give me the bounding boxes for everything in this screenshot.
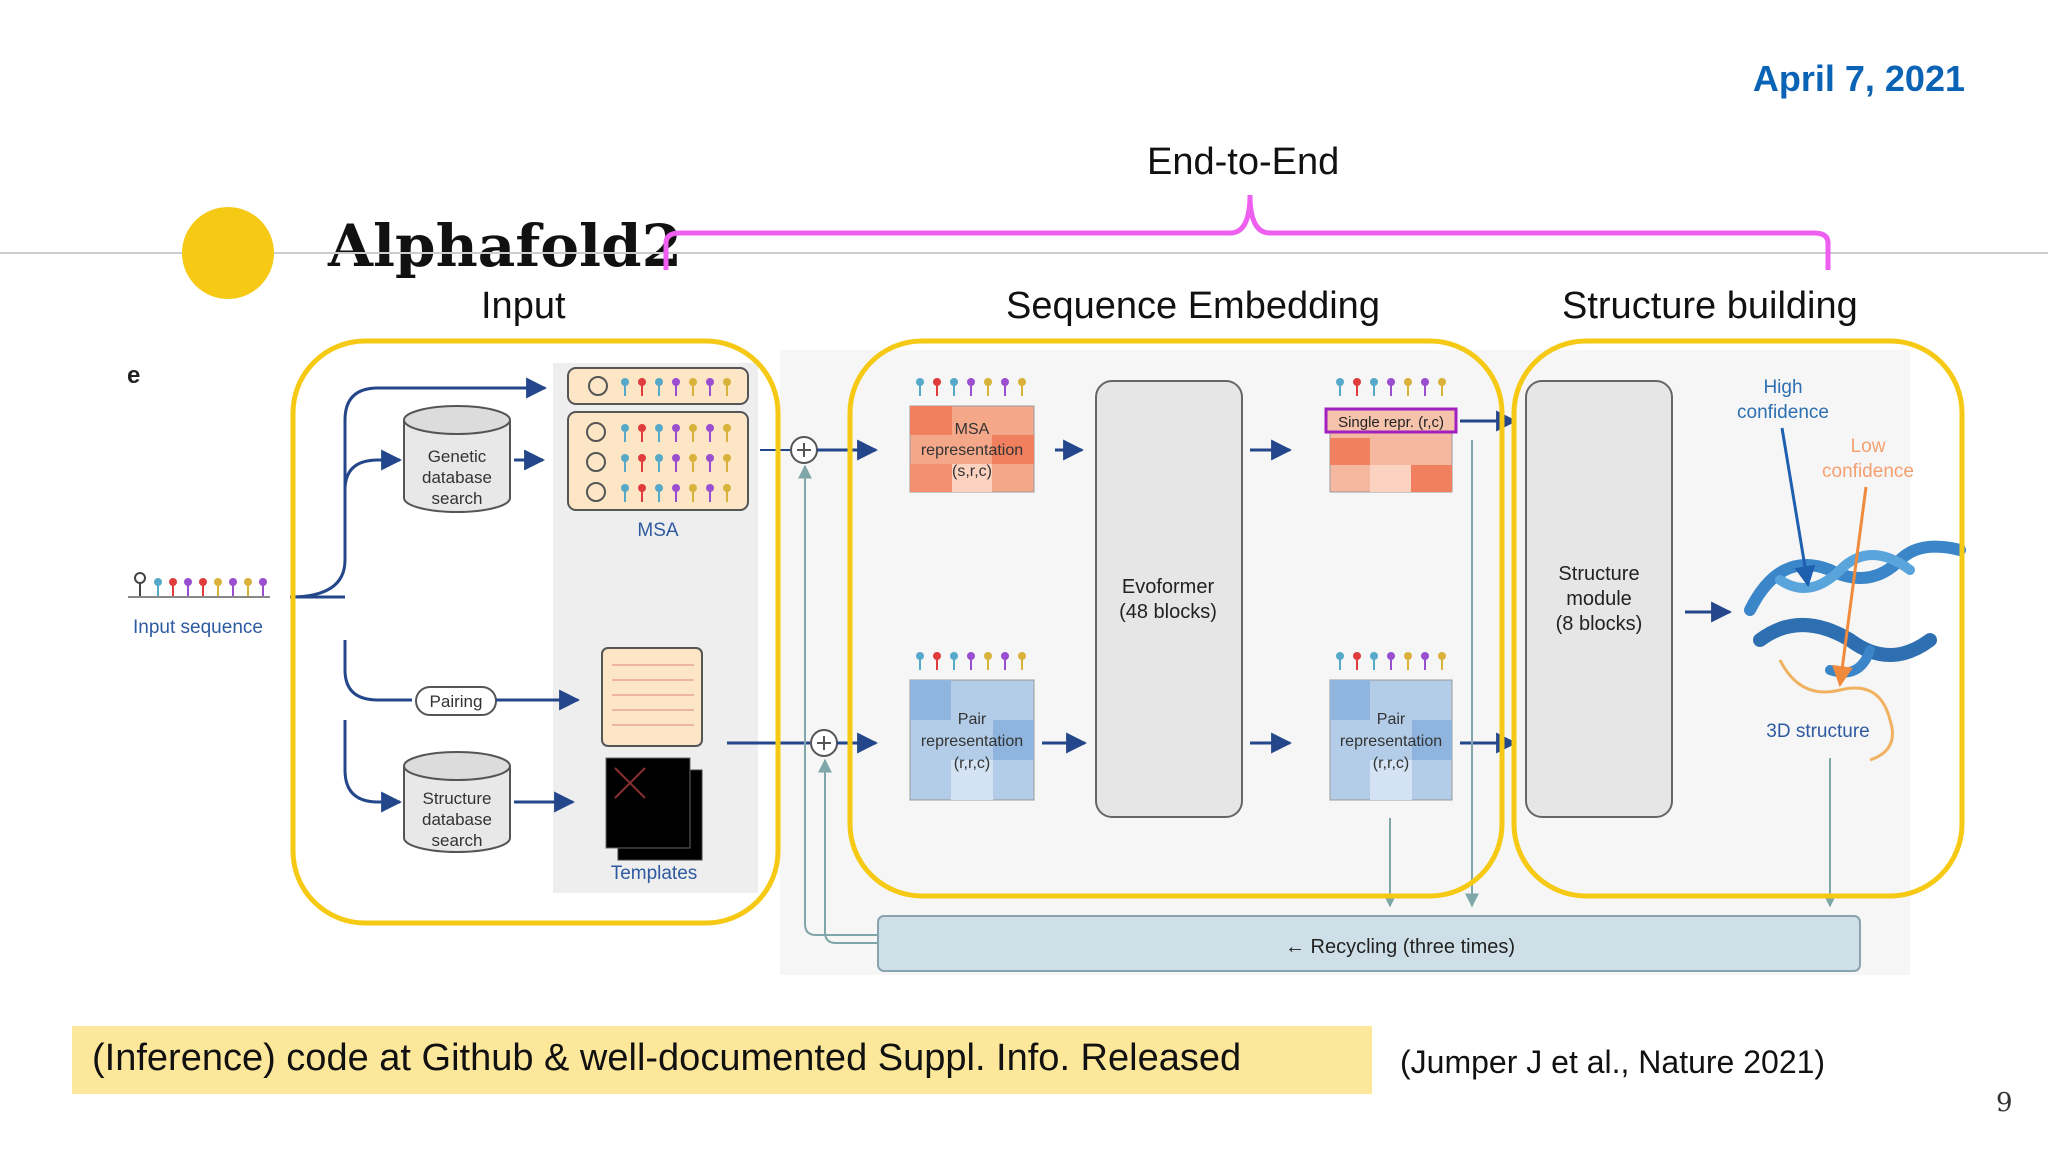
templates-label: Templates — [611, 863, 698, 884]
pair-representation-out — [1329, 679, 1453, 801]
pair-representation-in — [909, 679, 1035, 801]
pairing-label: Pairing — [430, 692, 483, 711]
msa-representation — [909, 405, 1035, 493]
pair-in-line2: representation — [921, 733, 1023, 750]
structure-database-cylinder — [403, 751, 511, 853]
paired-msa-grid — [601, 647, 703, 747]
structure-module-line1: Structure — [1558, 563, 1639, 585]
combine-nodes — [727, 436, 879, 757]
msa-repr-line3: (s,r,c) — [952, 463, 992, 480]
low-confidence-arrow — [1832, 486, 1868, 688]
structure-building-header: Structure building — [1562, 285, 1858, 327]
genetic-db-line2: database — [422, 468, 492, 487]
pair-in-line3: (r,r,c) — [954, 755, 990, 772]
pair-out-line3: (r,r,c) — [1373, 755, 1409, 772]
low-confidence-line2: confidence — [1822, 461, 1914, 482]
recycling-label: ← Recycling (three times) — [1285, 936, 1515, 958]
msa-label: MSA — [637, 520, 679, 541]
evoformer-block — [1095, 380, 1243, 818]
panel-letter: e — [127, 362, 140, 389]
slide-title: Alphafold2 — [328, 212, 682, 280]
sequence-embedding-frame — [847, 338, 1505, 899]
3d-structure-label: 3D structure — [1766, 721, 1869, 742]
single-repr-label: Single repr. (r,c) — [1338, 414, 1444, 431]
end-to-end-label: End-to-End — [1147, 141, 1340, 183]
genetic-database-cylinder — [403, 405, 511, 513]
citation: (Jumper J et al., Nature 2021) — [1400, 1044, 1826, 1080]
input-branch-arrows — [289, 377, 548, 813]
input-header: Input — [481, 285, 566, 327]
low-confidence-line1: Low — [1851, 436, 1886, 457]
input-frame — [290, 338, 781, 926]
footer-note: (Inference) code at Github & well-docume… — [72, 1026, 1372, 1094]
structure-db-line1: Structure — [423, 789, 492, 808]
structure-module-line3: (8 blocks) — [1556, 613, 1643, 635]
msa-repr-line1: MSA — [955, 421, 990, 438]
structure-db-line2: database — [422, 810, 492, 829]
sequence-embedding-header: Sequence Embedding — [1006, 285, 1380, 327]
input-sequence-label: Input sequence — [133, 617, 263, 638]
end-to-end-bracket — [663, 194, 1831, 270]
genetic-db-line1: Genetic — [428, 447, 487, 466]
structure-db-line3: search — [431, 831, 482, 850]
msa-pins — [586, 376, 732, 503]
input-sequence — [128, 572, 270, 598]
pair-out-line2: representation — [1340, 733, 1442, 750]
paired-msa-grid-lines — [612, 664, 694, 726]
slide-date: April 7, 2021 — [1752, 58, 1965, 99]
structure-module-block — [1525, 380, 1673, 818]
page-number: 9 — [1996, 1088, 2013, 1118]
high-confidence-arrow — [1780, 427, 1816, 588]
structure-building-frame — [1511, 338, 1965, 899]
structure-module-line2: module — [1566, 588, 1632, 610]
pair-in-line1: Pair — [958, 711, 987, 728]
accent-circle — [182, 207, 274, 299]
single-representation — [1324, 407, 1458, 493]
recycling-arrows — [798, 440, 1837, 944]
template-contact-map — [614, 767, 646, 799]
high-confidence-line1: High — [1763, 377, 1802, 398]
evoformer-line2: (48 blocks) — [1119, 601, 1217, 623]
evoformer-line1: Evoformer — [1122, 576, 1215, 598]
genetic-db-line3: search — [431, 489, 482, 508]
pair-out-line1: Pair — [1377, 711, 1406, 728]
high-confidence-line2: confidence — [1737, 402, 1829, 423]
msa-repr-line2: representation — [921, 442, 1023, 459]
